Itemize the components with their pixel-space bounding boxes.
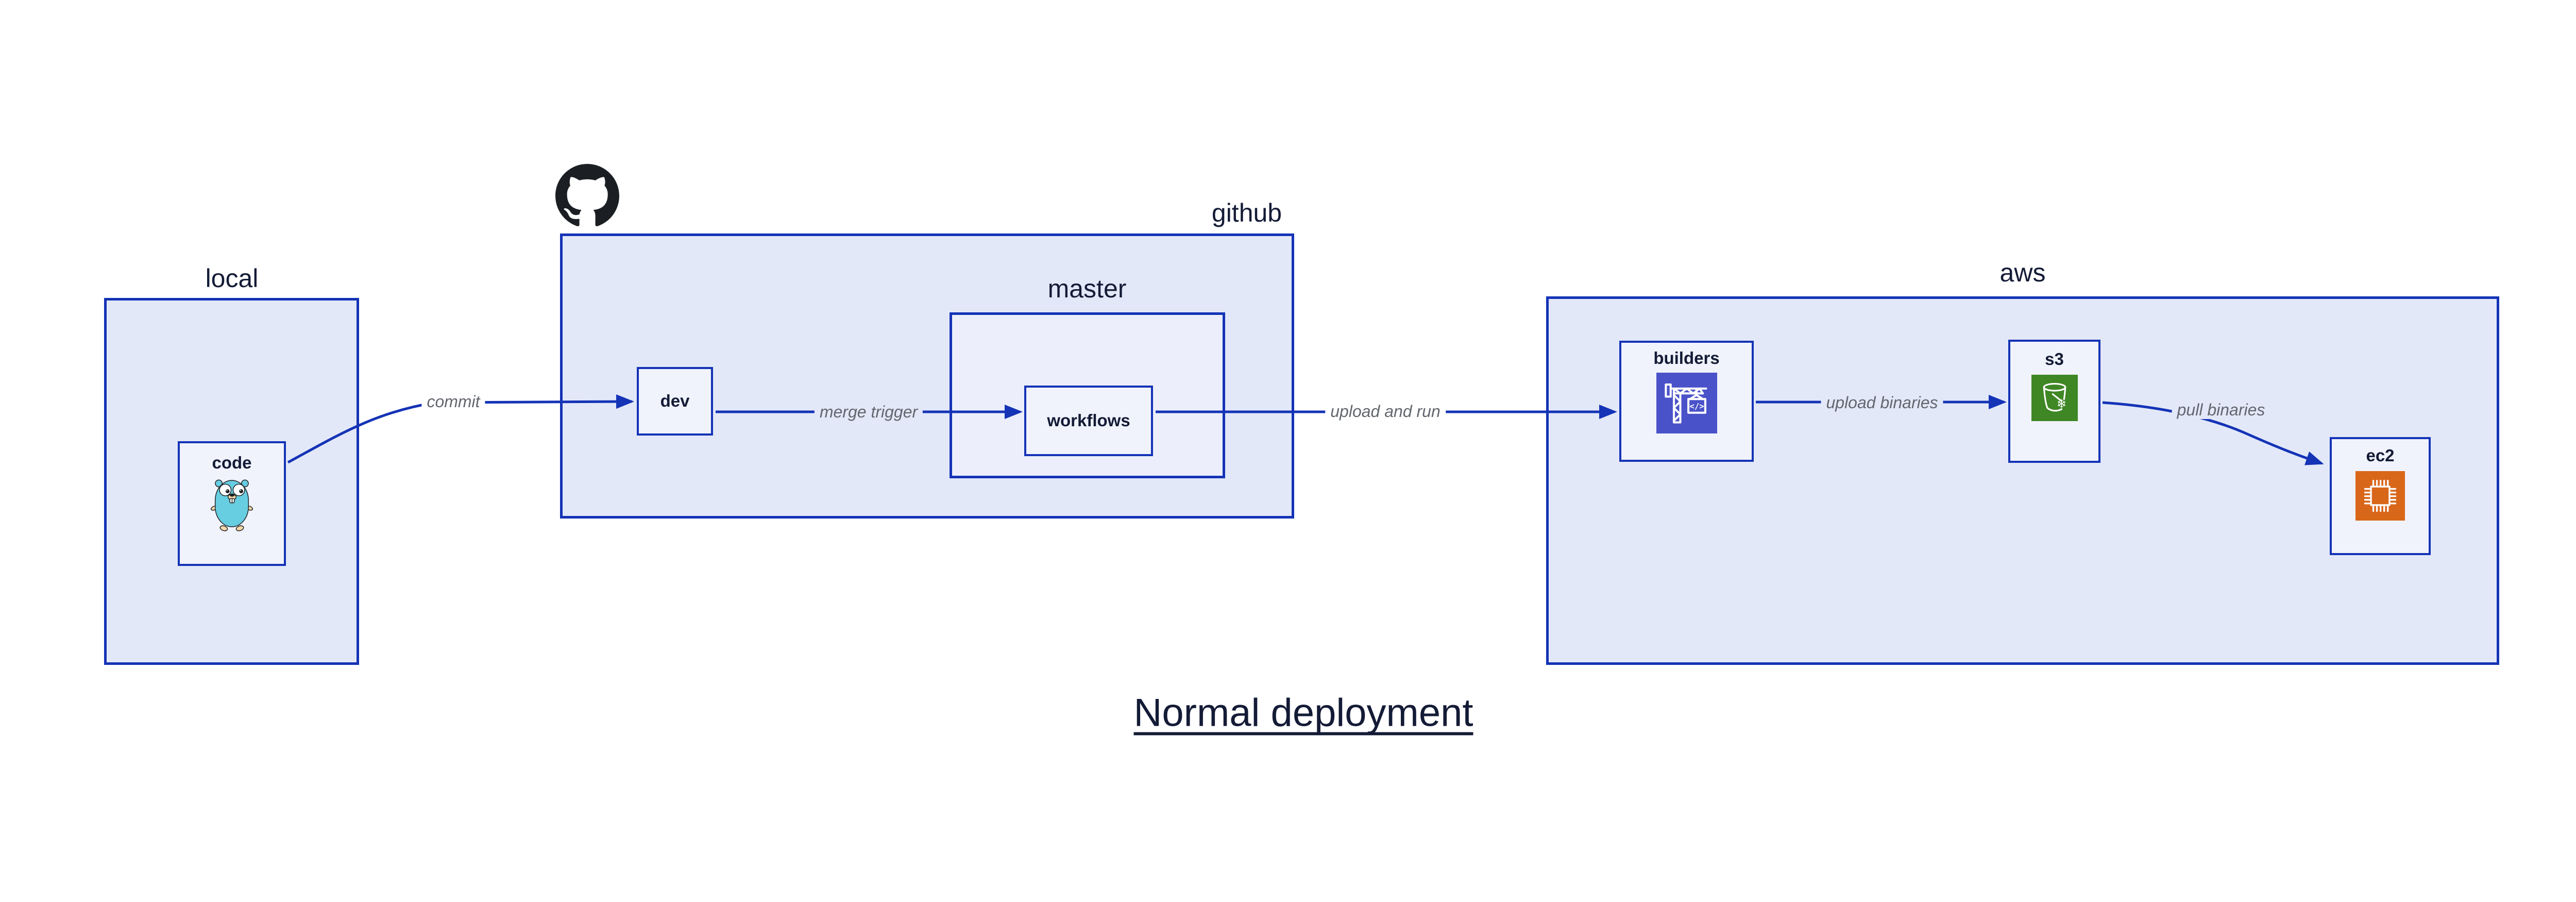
edge-pull-binaries: [2102, 401, 2324, 465]
gopher-icon: [210, 479, 253, 531]
node-builders: builders </>: [1619, 341, 1754, 462]
diagram-title: Normal deployment: [1133, 691, 1473, 735]
svg-text:❄: ❄: [2056, 398, 2066, 411]
edge-label-commit: commit: [421, 392, 485, 411]
ec2-chip-icon: [2355, 471, 2405, 521]
node-s3-label: s3: [2045, 349, 2064, 369]
node-builders-label: builders: [1653, 348, 1720, 368]
codebuild-crane-icon: </>: [1656, 373, 1717, 434]
edge-label-upload-and-run: upload and run: [1325, 402, 1446, 421]
node-ec2: ec2: [2330, 437, 2431, 555]
github-octocat-icon: [555, 164, 619, 226]
edge-label-upload-binaries: upload binaries: [1821, 393, 1943, 412]
node-workflows-label: workflows: [1047, 411, 1130, 430]
svg-text:</>: </>: [1689, 402, 1704, 411]
container-label-local: local: [205, 264, 259, 293]
edge-label-pull-binaries: pull binaries: [2172, 400, 2270, 419]
node-dev: dev: [637, 367, 713, 436]
container-label-github: github: [1211, 198, 1282, 227]
s3-glacier-bucket-icon: ❄: [2031, 375, 2078, 422]
node-workflows: workflows: [1024, 386, 1153, 456]
node-code: code: [178, 441, 286, 566]
node-s3: s3 ❄: [2008, 340, 2100, 463]
edge-commit: [287, 394, 634, 464]
edge-label-merge-trigger: merge trigger: [814, 403, 923, 421]
container-label-aws: aws: [1999, 258, 2046, 287]
node-ec2-label: ec2: [2366, 446, 2395, 465]
node-dev-label: dev: [660, 391, 690, 411]
node-code-label: code: [212, 453, 252, 472]
container-label-master: master: [1047, 274, 1127, 303]
